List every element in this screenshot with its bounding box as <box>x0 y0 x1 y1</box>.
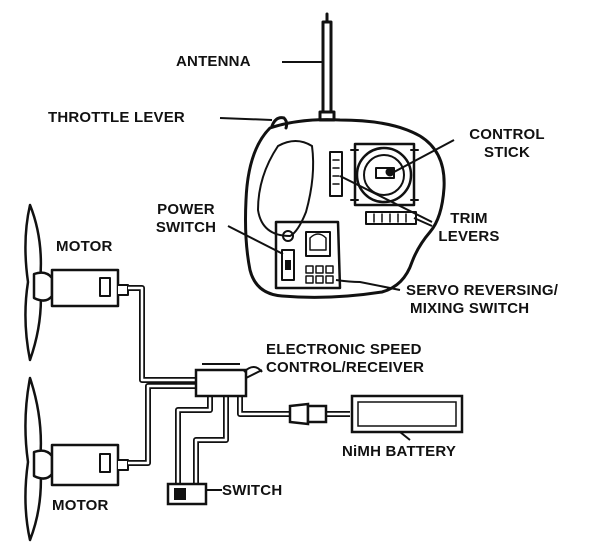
control-stick-gimbal <box>350 142 419 207</box>
servo-reversing-switches <box>305 265 334 284</box>
motor-top <box>24 203 129 362</box>
power-switch-leader <box>227 225 284 255</box>
label-trim-levers-line1: TRIM <box>450 210 488 227</box>
label-trim-levers-line2: LEVERS <box>438 228 500 245</box>
label-servo-line1: SERVO REVERSING/ <box>406 282 559 299</box>
label-esc-line1: ELECTRONIC SPEED <box>266 341 422 358</box>
trim-leader-vertical <box>339 175 433 223</box>
lower-leader-lines <box>245 369 411 441</box>
label-motor-bottom: MOTOR <box>52 497 109 514</box>
wiring <box>128 285 350 486</box>
throttle-leader <box>219 117 273 121</box>
label-throttle-lever: THROTTLE LEVER <box>48 109 185 126</box>
motor-bottom <box>24 376 129 542</box>
label-power-switch-line1: POWER <box>157 201 215 218</box>
label-control-stick: CONTROL STICK <box>454 126 560 162</box>
nimh-battery-pack <box>350 394 464 434</box>
label-esc: ELECTRONIC SPEED CONTROL/RECEIVER <box>266 341 424 377</box>
label-esc-line2: CONTROL/RECEIVER <box>266 359 425 376</box>
esc-leader <box>245 369 263 379</box>
label-nimh-battery: NiMH BATTERY <box>342 443 457 460</box>
label-switch: SWITCH <box>222 482 283 499</box>
trim-leader-horizontal <box>413 217 433 227</box>
control-stick-leader <box>393 139 455 173</box>
battery-leader <box>399 431 411 441</box>
label-antenna: ANTENNA <box>176 53 251 70</box>
transmitter-body <box>244 118 446 299</box>
power-switch-harness <box>166 482 222 506</box>
battery-connector <box>288 402 328 426</box>
electronic-speed-control <box>194 363 263 398</box>
label-servo-reversing: SERVO REVERSING/ MIXING SWITCH <box>406 282 558 318</box>
trim-lever-horizontal <box>365 211 417 225</box>
power-switch <box>281 249 295 281</box>
label-power-switch: POWER SWITCH <box>146 201 226 237</box>
label-power-switch-line2: SWITCH <box>155 219 217 236</box>
leader-lines <box>219 61 455 291</box>
lower-control-panel <box>274 220 342 290</box>
label-servo-line2: MIXING SWITCH <box>410 300 530 317</box>
transmitter <box>244 12 446 299</box>
antenna <box>318 12 336 122</box>
label-trim-levers: TRIM LEVERS <box>432 210 506 246</box>
label-motor-top: MOTOR <box>56 238 113 255</box>
servo-leader <box>335 279 401 291</box>
label-control-stick-line1: CONTROL <box>469 126 545 143</box>
trim-lever-vertical <box>329 151 343 197</box>
label-control-stick-line2: STICK <box>484 144 530 161</box>
